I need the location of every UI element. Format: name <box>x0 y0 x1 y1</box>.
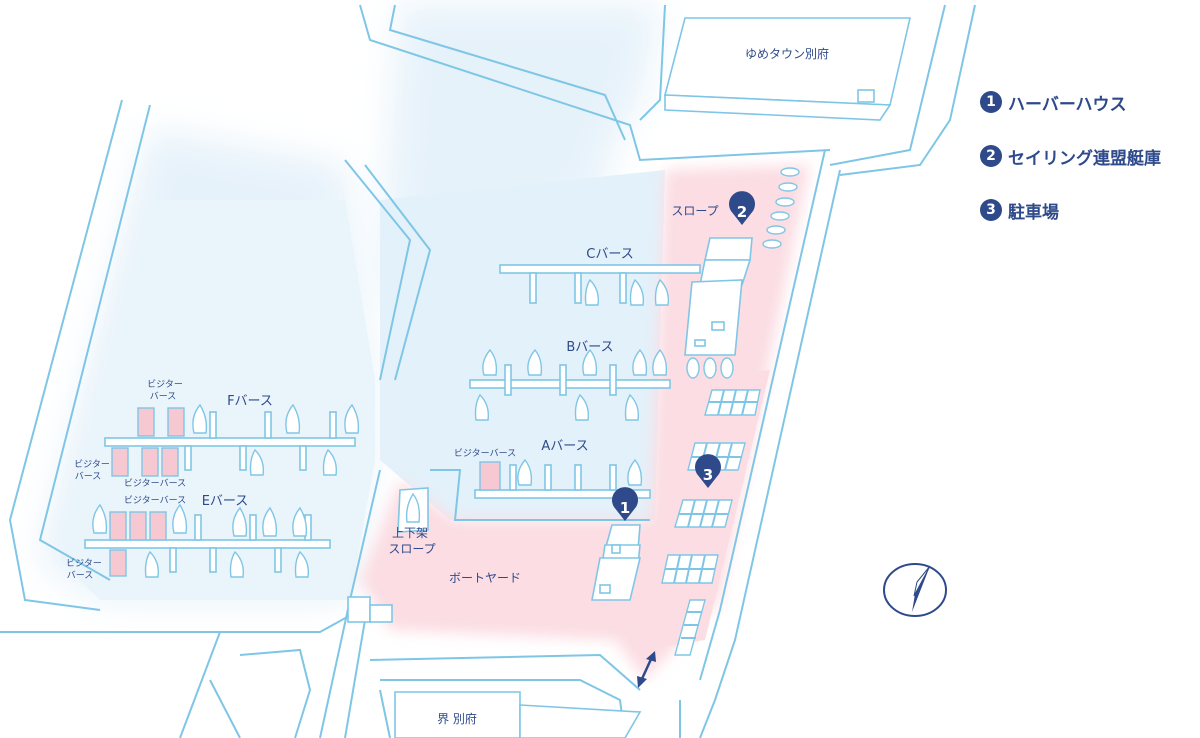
legend: 1 ハーバーハウス 2 セイリング連盟艇庫 3 駐車場 <box>980 88 1195 250</box>
roads <box>0 4 976 738</box>
marker-sailing-boathouse[interactable]: 2 <box>729 191 756 225</box>
f-visitor-label-1: ビジター <box>147 379 183 390</box>
marker-parking[interactable]: 3 <box>695 454 721 488</box>
building-youme-town: ゆめタウン別府 <box>663 17 912 121</box>
youme-town-label: ゆめタウン別府 <box>745 46 829 61</box>
legend-marker-2: 2 <box>980 145 1002 167</box>
legend-label-harbour-house: ハーバーハウス <box>1008 94 1127 115</box>
legend-item-parking[interactable]: 3 駐車場 <box>980 196 1195 224</box>
lift-slope: 上下架 スロープ <box>388 487 436 556</box>
e-berth-label: Eバース <box>202 494 249 509</box>
legend-item-harbour-house[interactable]: 1 ハーバーハウス <box>980 88 1195 116</box>
building-sakai-beppu: 界 別府 <box>394 691 642 738</box>
e-visitor-top-label: ビジターバース <box>124 478 186 489</box>
north-arrow-icon <box>883 563 947 617</box>
harbour-house <box>591 524 642 601</box>
f-berth: Fバース ビジター バース <box>104 379 360 477</box>
f-berth-label: Fバース <box>227 394 273 409</box>
boatyard-label: ボートヤード <box>449 571 521 585</box>
c-berth: Cバース <box>499 247 701 306</box>
a-berth: Aバース ビジターバース <box>454 439 651 499</box>
e-visitor-mid-label: ビジターバース <box>124 495 186 506</box>
c-berth-label: Cバース <box>586 247 633 262</box>
w2-visitor-label-2: バース <box>67 570 94 581</box>
w2-visitor-label-1: ビジター <box>66 558 102 569</box>
slope-boats: スロープ <box>671 167 800 249</box>
b-berth-label: Bバース <box>566 340 613 355</box>
lift-slope-label-2: スロープ <box>388 542 435 556</box>
f-visitor-label-2: バース <box>150 391 177 402</box>
slope-label: スロープ <box>671 204 718 218</box>
legend-marker-3: 3 <box>980 199 1002 221</box>
small-building <box>347 596 393 623</box>
legend-label-sailing-boathouse: セイリング連盟艇庫 <box>1008 148 1161 169</box>
lift-slope-label-1: 上下架 <box>392 526 428 540</box>
sakai-beppu-label: 界 別府 <box>437 711 477 726</box>
marker-1-number: 1 <box>620 499 630 517</box>
b-berth: Bバース <box>469 340 671 421</box>
double-arrow-icon <box>637 651 656 688</box>
marker-2-number: 2 <box>737 203 747 221</box>
w1-visitor-label-1: ビジター <box>74 459 110 470</box>
parking <box>661 389 761 656</box>
sailing-boathouse <box>684 237 753 379</box>
water-area <box>40 5 665 600</box>
legend-label-parking: 駐車場 <box>1008 202 1059 223</box>
legend-item-sailing-boathouse[interactable]: 2 セイリング連盟艇庫 <box>980 142 1195 170</box>
legend-marker-1: 1 <box>980 91 1002 113</box>
marker-harbour-house[interactable]: 1 <box>612 487 638 521</box>
marker-3-number: 3 <box>703 466 713 484</box>
a-berth-label: Aバース <box>541 439 588 454</box>
e-berth: Eバース ビジターバース ビジターバース <box>84 478 331 578</box>
a-visitor-label: ビジターバース <box>454 448 516 459</box>
w1-visitor-label-2: バース <box>75 471 102 482</box>
